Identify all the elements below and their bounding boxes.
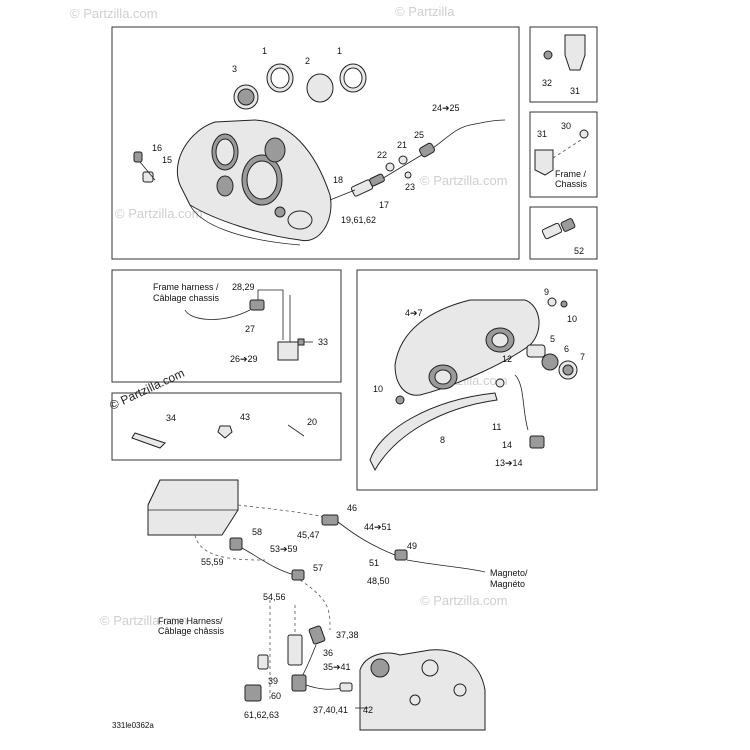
callout-label: Câblage chassis — [153, 293, 220, 303]
callout-label: 8 — [440, 435, 445, 445]
callout-label: 10 — [567, 314, 577, 324]
callout-label: 52 — [574, 246, 584, 256]
callout-label: 61,62,63 — [244, 710, 279, 720]
callout-label: Frame harness / — [153, 282, 219, 292]
callout-label: 60 — [271, 691, 281, 701]
callout-label: 51 — [369, 558, 379, 568]
callout-label: 6 — [564, 344, 569, 354]
callout-label: 25 — [414, 130, 424, 140]
frame-clip-panel — [529, 111, 598, 198]
frame-clip-assembly: 31 30 Frame / Chassis — [534, 121, 589, 189]
callout-label: 15 — [162, 155, 172, 165]
clip-panel — [529, 26, 598, 103]
callout-label: 31 — [570, 86, 580, 96]
watermark: © Partzilla.com — [115, 206, 203, 221]
callout-label: 1 — [262, 46, 267, 56]
callout-label: 35➔41 — [323, 662, 351, 672]
callout-label: 45,47 — [297, 530, 320, 540]
callout-label: 28,29 — [232, 282, 255, 292]
console-assembly — [133, 63, 506, 246]
console-panel — [111, 26, 520, 260]
callout-label: 54,56 — [263, 592, 286, 602]
callout-label: Frame / — [555, 169, 587, 179]
callout-label: 24➔25 — [432, 103, 460, 113]
callout-label: 58 — [252, 527, 262, 537]
callout-label: 17 — [379, 200, 389, 210]
headlight-assembly: 4➔7 9 10 5 6 7 12 10 8 11 14 13➔14 — [369, 287, 585, 472]
callout-label: 4➔7 — [405, 308, 423, 318]
drawing-code: 331le0362a — [112, 721, 154, 730]
callout-label: 11 — [492, 422, 501, 432]
watermark: © Partzilla.com — [420, 593, 508, 608]
callout-label: 37,40,41 — [313, 705, 348, 715]
callout-label: 42 — [363, 705, 373, 715]
clip-assembly: 32 31 — [542, 34, 586, 96]
harness-assembly: Frame harness / Câblage chassis 28,29 27… — [153, 282, 328, 364]
callout-label: 43 — [240, 412, 250, 422]
callout-label: Câblage châssis — [158, 626, 225, 636]
callout-label: 48,50 — [367, 576, 390, 586]
watermark: © Partzilla.com — [100, 613, 188, 628]
watermark: © Partzilla.com — [420, 173, 508, 188]
hardware-panel — [111, 392, 342, 461]
wiring-assembly — [147, 479, 486, 731]
console-labels: 1 2 1 3 16 15 24➔25 25 21 22 23 18 17 19… — [152, 46, 460, 225]
callout-label: 31 — [537, 129, 547, 139]
callout-label: 30 — [561, 121, 571, 131]
callout-label: Chassis — [555, 179, 588, 189]
callout-label: 18 — [333, 175, 343, 185]
callout-label: 10 — [373, 384, 383, 394]
callout-label: 5 — [550, 334, 555, 344]
callout-label: 19,61,62 — [341, 215, 376, 225]
callout-label: Magneto/ — [490, 568, 528, 578]
headlight-panel — [356, 269, 598, 491]
callout-label: 14 — [502, 440, 512, 450]
hardware-assembly: 34 43 20 — [131, 412, 317, 449]
callout-label: 26➔29 — [230, 354, 258, 364]
callout-label: 21 — [397, 140, 407, 150]
callout-label: 13➔14 — [495, 458, 523, 468]
watermark: © Partzilla.com — [107, 366, 186, 413]
callout-label: 55,59 — [201, 557, 224, 567]
callout-label: 27 — [245, 324, 255, 334]
callout-label: 44➔51 — [364, 522, 392, 532]
connector-assembly: 52 — [541, 218, 584, 256]
harness-panel — [111, 269, 342, 383]
callout-label: 16 — [152, 143, 162, 153]
callout-label: 37,38 — [336, 630, 359, 640]
callout-label: 39 — [268, 676, 278, 686]
callout-label: Frame Harness/ — [158, 616, 223, 626]
callout-label: 49 — [407, 541, 417, 551]
callout-label: 57 — [313, 563, 323, 573]
callout-label: 32 — [542, 78, 552, 88]
callout-label: 22 — [377, 150, 387, 160]
callout-label: 3 — [232, 64, 237, 74]
callout-label: 23 — [405, 182, 415, 192]
callout-label: 9 — [544, 287, 549, 297]
watermark: © Partzilla.com — [70, 6, 158, 21]
callout-label: 12 — [502, 354, 512, 364]
callout-label: 1 — [337, 46, 342, 56]
callout-label: 34 — [166, 413, 176, 423]
wiring-labels: 46 45,47 44➔51 58 55,59 53➔59 49 51 48,5… — [158, 503, 528, 720]
callout-label: 2 — [305, 56, 310, 66]
watermark: © Partzilla — [395, 4, 455, 19]
callout-label: 36 — [323, 648, 333, 658]
callout-label: 33 — [318, 337, 328, 347]
connector-panel — [529, 206, 598, 260]
callout-label: Magnéto — [490, 579, 525, 589]
callout-label: 46 — [347, 503, 357, 513]
callout-label: 20 — [307, 417, 317, 427]
callout-label: 53➔59 — [270, 544, 298, 554]
callout-label: 7 — [580, 352, 585, 362]
